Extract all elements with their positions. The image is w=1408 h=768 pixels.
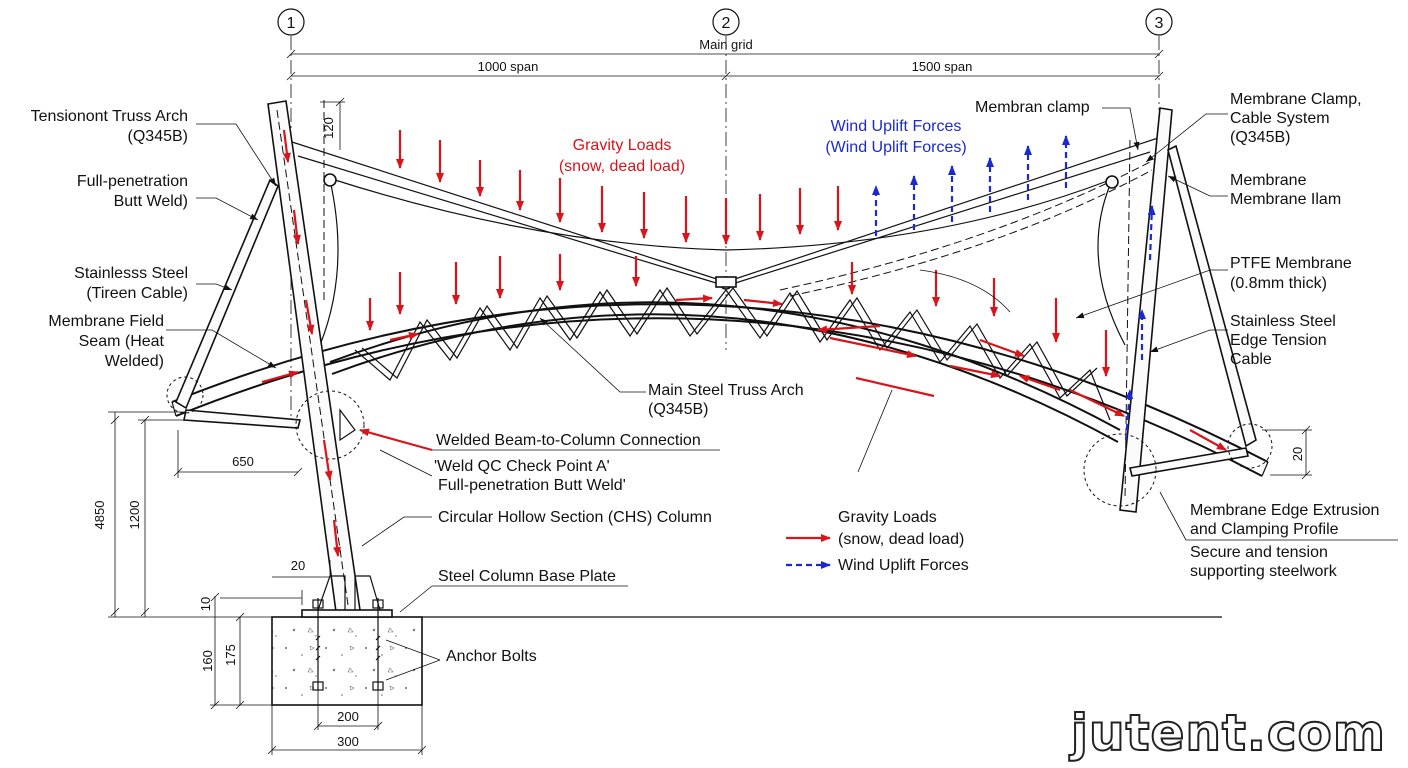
label-membrane-clamp-2: Cable System xyxy=(1230,110,1330,127)
dim-650: 650 xyxy=(232,454,254,469)
gravity-load-arrows xyxy=(261,129,1227,557)
label-gravity-loads-sub: (snow, dead load) xyxy=(559,158,685,175)
watermark-logo: jutent.com xyxy=(1070,704,1386,762)
grid-bubble-3-label: 3 xyxy=(1155,15,1164,32)
dim-4850: 4850 xyxy=(92,501,107,530)
dim-10: 10 xyxy=(198,597,213,611)
main-truss-arch xyxy=(171,286,1269,477)
leader-lines xyxy=(166,107,1398,681)
span-right-label: 1500 span xyxy=(912,59,973,74)
label-stainless-cable-2: (Tireen Cable) xyxy=(86,285,188,302)
dim-120: 120 xyxy=(321,117,336,139)
label-stainless-cable-1: Stainlesss Steel xyxy=(74,265,188,282)
truss-web-members xyxy=(354,286,1111,421)
wind-uplift-arrows xyxy=(872,135,1156,441)
label-membrane-ilam-1: Membrane xyxy=(1230,172,1307,189)
span-dimension: 1000 span 1500 span xyxy=(286,59,1164,81)
label-membran-clamp: Membran clamp xyxy=(975,99,1090,116)
label-wind-uplift-sub: (Wind Uplift Forces) xyxy=(825,139,966,156)
label-chs-column: Circular Hollow Section (CHS) Column xyxy=(438,509,712,526)
detail-callouts xyxy=(166,376,1273,507)
dim-175: 175 xyxy=(223,644,238,666)
label-ptfe-2: (0.8mm thick) xyxy=(1230,275,1327,292)
label-weld-qc-2: Full-penetration Butt Weld' xyxy=(438,477,626,494)
label-wind-uplift-title: Wind Uplift Forces xyxy=(831,118,962,135)
label-edge-cable-2: Edge Tension xyxy=(1230,332,1327,349)
label-membrane-clamp-1: Membrane Clamp, xyxy=(1230,91,1362,108)
dim-160: 160 xyxy=(200,650,215,672)
label-welded-connection: Welded Beam-to-Column Connection xyxy=(436,432,701,449)
foundation xyxy=(271,575,1222,706)
label-edge-extrusion-1: Membrane Edge Extrusion xyxy=(1190,502,1379,519)
label-edge-extrusion-2: and Clamping Profile xyxy=(1190,521,1339,538)
label-membrane-clamp-3: (Q345B) xyxy=(1230,129,1290,146)
left-dimensions: 4850 1200 650 20 10 175 160 200 300 120 … xyxy=(92,97,1312,755)
dim-20-base: 20 xyxy=(291,558,305,573)
label-full-penetration-1: Full-penetration xyxy=(77,173,188,190)
span-left-label: 1000 span xyxy=(478,59,539,74)
label-field-seam-3: Welded) xyxy=(105,353,164,370)
label-field-seam-1: Membrane Field xyxy=(48,313,164,330)
left-strut xyxy=(174,178,302,429)
labels: Tensionont Truss Arch (Q345B) Full-penet… xyxy=(31,91,1380,665)
label-full-penetration-2: Butt Weld) xyxy=(114,193,188,210)
label-base-plate: Steel Column Base Plate xyxy=(438,568,616,585)
legend: Gravity Loads (snow, dead load) Wind Upl… xyxy=(786,509,969,574)
label-secure-tension-2: supporting steelwork xyxy=(1190,563,1338,580)
label-field-seam-2: Seam (Heat xyxy=(79,333,165,350)
dim-20-right: 20 xyxy=(1290,447,1305,461)
label-tension-truss-arch-1: Tensionont Truss Arch xyxy=(31,108,188,125)
grid-bubble-2: 2 xyxy=(712,8,740,36)
label-main-truss-2: (Q345B) xyxy=(648,401,708,418)
label-main-truss-1: Main Steel Truss Arch xyxy=(648,382,804,399)
grid-bubble-2-label: 2 xyxy=(722,15,731,32)
legend-gravity-label-2: (snow, dead load) xyxy=(838,531,964,548)
legend-gravity-label-1: Gravity Loads xyxy=(838,509,937,526)
label-gravity-loads-title: Gravity Loads xyxy=(573,137,672,154)
legend-wind-label: Wind Uplift Forces xyxy=(838,557,969,574)
label-edge-cable-3: Cable xyxy=(1230,351,1272,368)
label-weld-qc-1: 'Weld QC Check Point A' xyxy=(434,458,610,475)
grid-bubble-1: 1 xyxy=(277,8,305,36)
grid-bubble-3: 3 xyxy=(1145,8,1173,36)
dim-1200: 1200 xyxy=(127,501,142,530)
right-column xyxy=(1119,107,1257,513)
main-grid-label: Main grid xyxy=(699,37,752,52)
label-membrane-ilam-2: Membrane Ilam xyxy=(1230,191,1341,208)
label-edge-cable-1: Stainless Steel xyxy=(1230,313,1336,330)
grid-bubble-1-label: 1 xyxy=(287,15,296,32)
label-secure-tension-1: Secure and tension xyxy=(1190,544,1328,561)
main-grid-dimension: Main grid xyxy=(286,37,1164,59)
membrane-cables xyxy=(291,137,1159,346)
dim-200: 200 xyxy=(337,709,359,724)
label-ptfe-1: PTFE Membrane xyxy=(1230,255,1352,272)
dim-300: 300 xyxy=(337,734,359,749)
label-anchor-bolts: Anchor Bolts xyxy=(446,648,537,665)
label-tension-truss-arch-2: (Q345B) xyxy=(128,128,188,145)
